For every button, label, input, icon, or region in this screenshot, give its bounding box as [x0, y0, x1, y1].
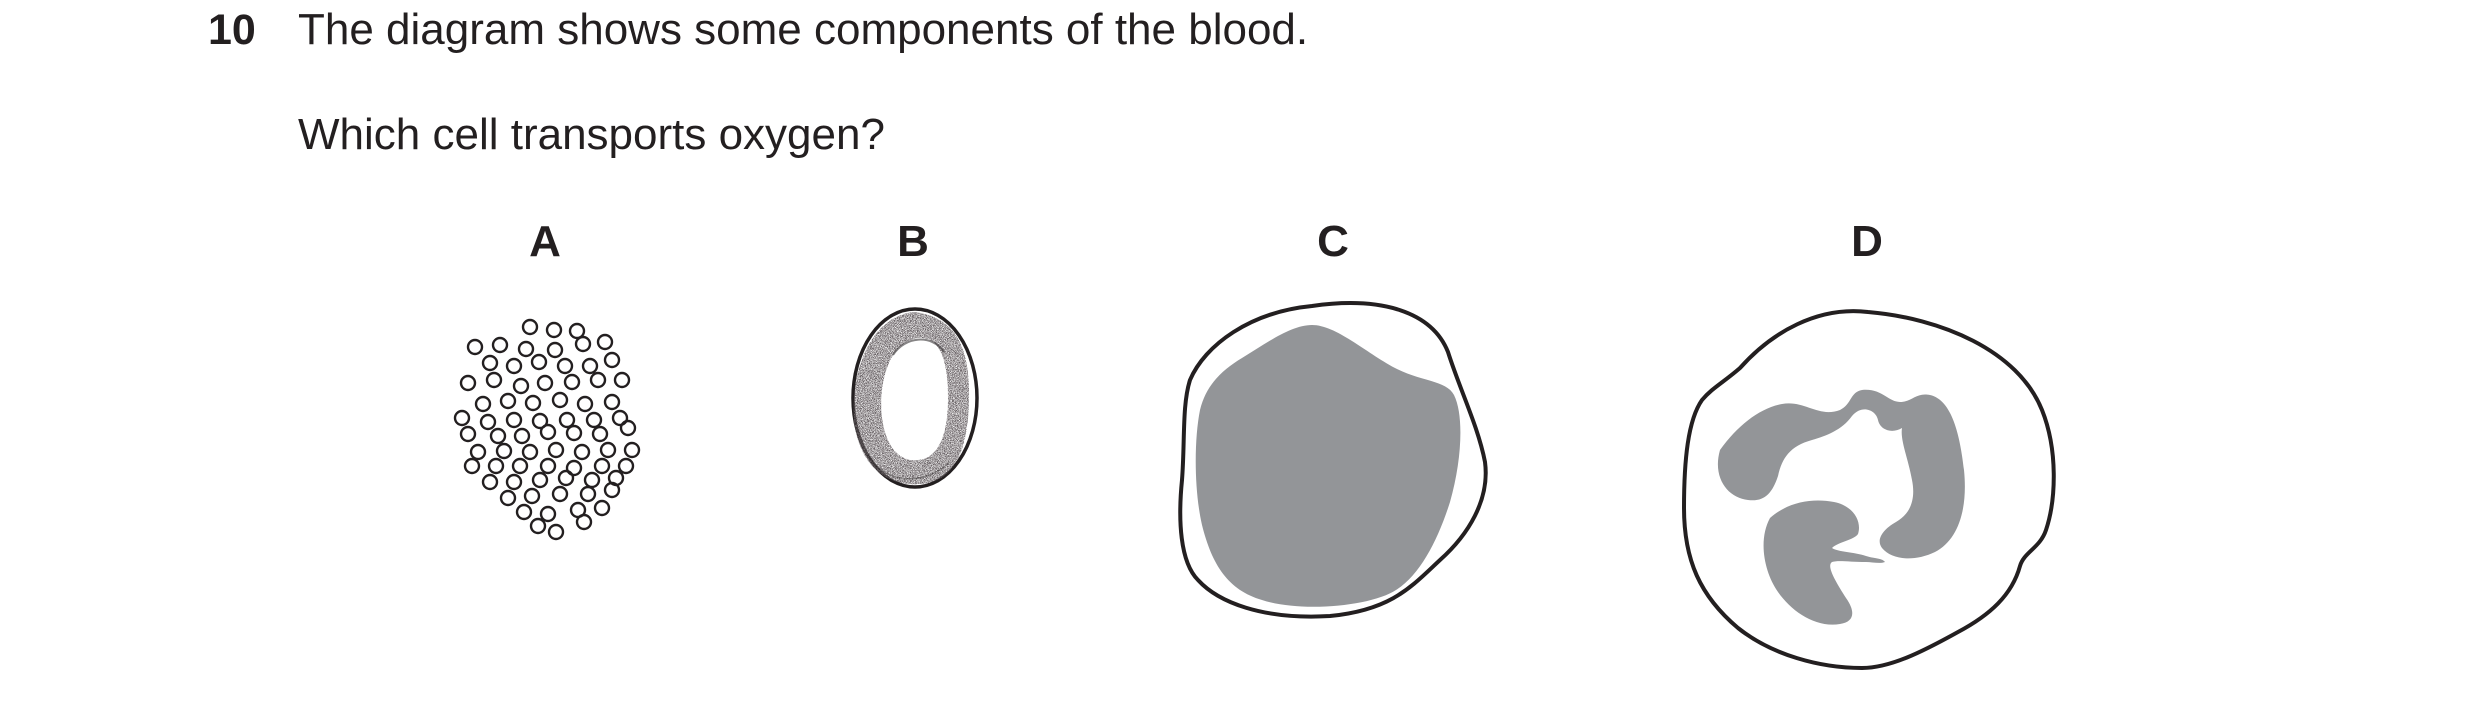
platelet-circle: [583, 471, 601, 489]
platelet-circle: [599, 441, 617, 459]
question-prompt: Which cell transports oxygen?: [298, 110, 885, 159]
platelet-circle: [536, 374, 554, 392]
platelet-circle: [521, 318, 539, 336]
platelet-circle: [513, 427, 531, 445]
platelet-circle: [505, 473, 523, 491]
platelet-circle: [581, 357, 599, 375]
platelet-circle: [481, 473, 499, 491]
platelet-circle: [576, 395, 594, 413]
platelet-circle: [512, 377, 530, 395]
platelet-circle: [585, 411, 603, 429]
platelet-circle: [474, 395, 492, 413]
platelet-circle: [619, 419, 637, 437]
platelet-circle: [511, 457, 529, 475]
platelet-circle: [487, 457, 505, 475]
platelet-circle: [551, 485, 569, 503]
platelet-circle: [481, 354, 499, 372]
platelet-circle: [563, 373, 581, 391]
platelet-circle: [579, 485, 597, 503]
platelet-circle: [524, 394, 542, 412]
platelet-circle: [558, 411, 576, 429]
platelet-circle: [489, 427, 507, 445]
platelet-circle: [557, 469, 575, 487]
red-blood-cell-drawing: [851, 307, 979, 489]
platelet-circle: [531, 412, 549, 430]
platelet-circle: [573, 443, 591, 461]
platelet-circle: [499, 489, 517, 507]
platelet-circle: [485, 371, 503, 389]
platelet-circle: [556, 357, 574, 375]
platelet-circle: [617, 457, 635, 475]
platelet-circle: [545, 321, 563, 339]
platelet-circle: [453, 409, 471, 427]
platelet-circle: [589, 371, 607, 389]
platelet-circle: [603, 481, 621, 499]
platelet-circle: [539, 457, 557, 475]
platelet-circle: [623, 441, 641, 459]
option-a-label: A: [529, 217, 561, 266]
platelet-circle: [539, 505, 557, 523]
platelet-circle: [593, 499, 611, 517]
platelet-circle: [523, 487, 541, 505]
option-b-label: B: [897, 217, 929, 266]
platelet-circle: [565, 459, 583, 477]
platelet-circle: [547, 523, 565, 541]
platelet-circle: [568, 322, 586, 340]
platelet-circle: [531, 471, 549, 489]
platelet-circle: [575, 513, 593, 531]
platelet-circle: [551, 391, 569, 409]
platelet-circle: [574, 335, 592, 353]
platelet-circle: [466, 338, 484, 356]
platelet-circle: [491, 336, 509, 354]
platelet-circle: [530, 353, 548, 371]
option-d-label: D: [1851, 217, 1883, 266]
platelet-circle: [459, 425, 477, 443]
platelet-circle: [529, 517, 547, 535]
platelet-circle: [613, 371, 631, 389]
platelet-circle: [565, 424, 583, 442]
lymphocyte-drawing: [1178, 301, 1488, 619]
platelet-circle: [593, 457, 611, 475]
question-number: 10: [208, 6, 256, 54]
platelet-circle: [603, 351, 621, 369]
platelet-circle: [596, 333, 614, 351]
platelet-circle: [459, 374, 477, 392]
platelet-circle: [499, 392, 517, 410]
platelet-circle: [603, 393, 621, 411]
question-stem: The diagram shows some components of the…: [298, 5, 1309, 54]
platelet-circle: [521, 443, 539, 461]
platelet-circle: [591, 425, 609, 443]
platelet-circle: [463, 457, 481, 475]
neutrophil-drawing: [1681, 309, 2056, 671]
platelet-circle: [546, 341, 564, 359]
platelet-circle: [547, 441, 565, 459]
platelet-circle: [469, 443, 487, 461]
platelet-circle: [515, 503, 533, 521]
platelet-circle: [539, 423, 557, 441]
option-c-label: C: [1317, 217, 1349, 266]
platelet-circle: [505, 357, 523, 375]
platelet-circle: [611, 409, 629, 427]
platelets-drawing: [453, 318, 641, 541]
platelet-circle: [495, 442, 513, 460]
platelet-circle: [479, 413, 497, 431]
platelet-circle: [517, 340, 535, 358]
platelet-circle: [505, 411, 523, 429]
